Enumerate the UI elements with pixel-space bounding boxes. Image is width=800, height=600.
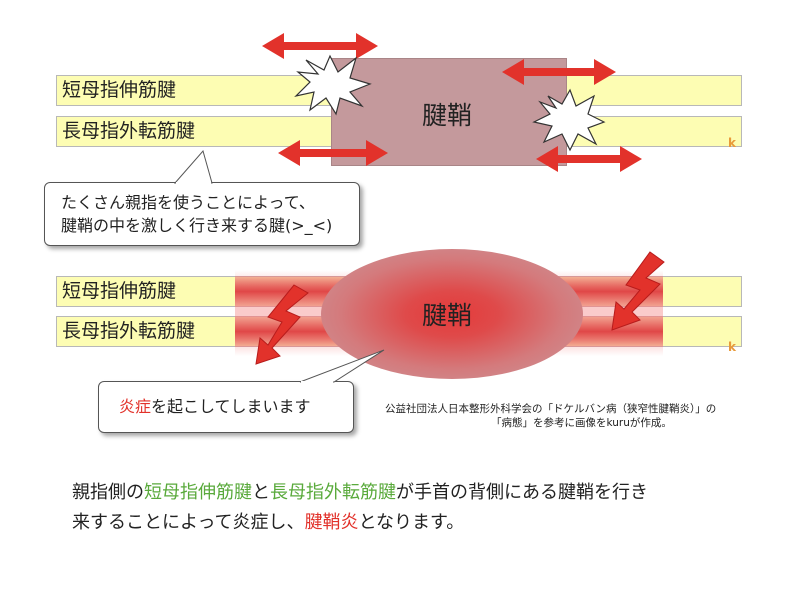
corner-mark-top: k xyxy=(728,136,736,150)
callout-friction-line2: 腱鞘の中を激しく行き来する腱(>_<) xyxy=(61,216,333,235)
double-arrow-icon xyxy=(262,33,378,59)
tendon-label-epb-bottom: 短母指伸筋腱 xyxy=(62,280,177,302)
summary-epb: 短母指伸筋腱 xyxy=(144,482,252,503)
summary-tenosynovitis: 腱鞘炎 xyxy=(304,512,359,533)
inflammation-highlight: 炎症 xyxy=(119,397,152,416)
double-arrow-icon xyxy=(502,59,616,85)
summary-text: 親指側の xyxy=(72,482,144,503)
summary-text: が手首の背側にある腱鞘を行き xyxy=(396,482,648,503)
source-caption: 公益社団法人日本整形外科学会の「ドケルバン病（狭窄性腱鞘炎）」の 「病態」を参考… xyxy=(385,402,716,430)
burst-icon xyxy=(532,88,606,152)
lightning-arrow-icon xyxy=(611,251,665,331)
burst-icon xyxy=(294,54,372,116)
tendon-label-apl-top: 長母指外転筋腱 xyxy=(62,120,196,142)
summary-text: となります。 xyxy=(358,512,465,533)
callout-friction-line1: たくさん親指を使うことによって、 xyxy=(61,193,315,212)
summary-line1: 親指側の短母指伸筋腱と長母指外転筋腱が手首の背側にある腱鞘を行き xyxy=(72,478,772,508)
callout-inflammation: 炎症を起こしてしまいます xyxy=(98,381,354,433)
double-arrow-icon xyxy=(536,146,642,172)
sheath-label-bottom: 腱鞘 xyxy=(422,301,473,330)
summary-paragraph: 親指側の短母指伸筋腱と長母指外転筋腱が手首の背側にある腱鞘を行き 来することによ… xyxy=(72,478,772,538)
source-caption-line2: 「病態」を参考に画像をkuruが作成。 xyxy=(491,417,672,429)
tendon-label-epb-top: 短母指伸筋腱 xyxy=(62,79,177,101)
source-caption-line1: 公益社団法人日本整形外科学会の「ドケルバン病（狭窄性腱鞘炎）」の xyxy=(385,403,717,415)
summary-text: と xyxy=(252,482,270,503)
summary-apl: 長母指外転筋腱 xyxy=(270,482,396,503)
bottom-diagram-graphics xyxy=(255,251,665,365)
tendon-label-apl-bottom: 長母指外転筋腱 xyxy=(62,320,196,342)
callout-inflammation-rest: を起こしてしまいます xyxy=(151,397,311,416)
summary-line2: 来することによって炎症し、腱鞘炎となります。 xyxy=(72,508,772,538)
callout-friction-pointer xyxy=(173,149,213,184)
summary-text: 来することによって炎症し、 xyxy=(72,512,305,533)
top-diagram-graphics xyxy=(262,33,642,172)
corner-mark-bottom: k xyxy=(728,340,736,354)
double-arrow-icon xyxy=(278,140,388,166)
sheath-label-top: 腱鞘 xyxy=(422,101,473,130)
lightning-arrow-icon xyxy=(255,284,309,365)
callout-inflammation-pointer xyxy=(299,349,385,383)
callout-inflammation-text: 炎症を起こしてしまいます xyxy=(119,396,311,418)
